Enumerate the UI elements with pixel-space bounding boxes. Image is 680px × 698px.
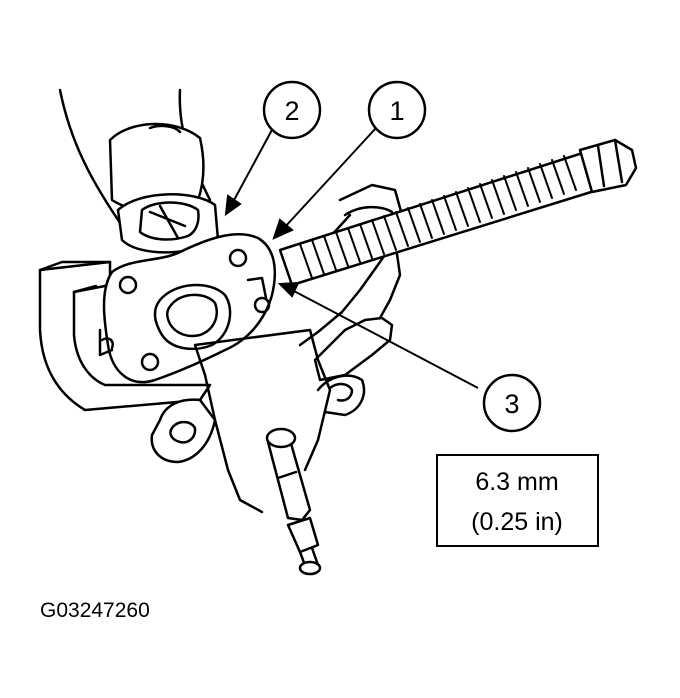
spec-metric: 6.3 mm xyxy=(475,468,558,496)
spec-imperial: (0.25 in) xyxy=(471,508,563,536)
forcing-screw xyxy=(278,138,638,287)
callout-circle xyxy=(367,80,427,140)
callout-circle xyxy=(262,80,322,140)
arrow-head-1 xyxy=(272,218,294,240)
spec-box-frame xyxy=(436,454,599,547)
leader-line-2 xyxy=(232,127,274,203)
flange-plate xyxy=(102,233,277,384)
figure-id: G03247260 xyxy=(40,599,150,622)
gear-housing xyxy=(98,328,366,514)
callout-label: 2 xyxy=(284,96,299,126)
callout-2: 2 xyxy=(262,80,322,140)
callout-circle xyxy=(482,373,542,433)
leader-line-3 xyxy=(291,289,479,389)
callout-3: 3 xyxy=(482,373,542,433)
leader-line-1 xyxy=(283,127,377,229)
pinion-stub xyxy=(265,427,322,576)
arrow-head-2 xyxy=(224,194,242,217)
shaft-coupling xyxy=(116,193,220,254)
spec-box: 6.3 mm (0.25 in) xyxy=(436,454,599,547)
callout-label: 3 xyxy=(504,389,519,419)
arrow-head-3 xyxy=(277,281,300,298)
callout-label: 1 xyxy=(389,96,404,126)
leader-lines xyxy=(224,127,479,389)
callout-1: 1 xyxy=(367,80,427,140)
